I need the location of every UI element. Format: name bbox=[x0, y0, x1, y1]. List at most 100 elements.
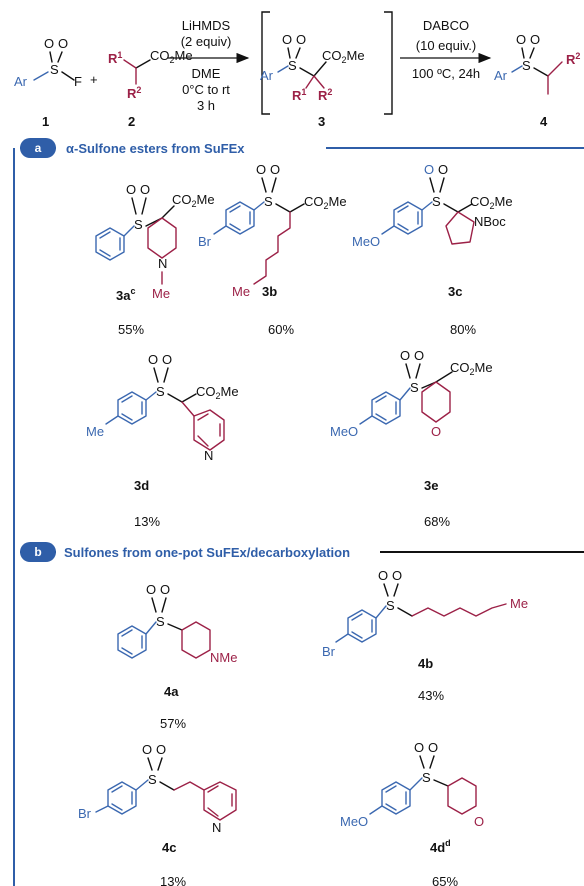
svg-text:CO2Me: CO2Me bbox=[304, 194, 347, 211]
svg-text:S: S bbox=[410, 380, 419, 395]
svg-text:N: N bbox=[158, 256, 167, 271]
svg-text:Me: Me bbox=[510, 596, 528, 611]
svg-text:4c: 4c bbox=[162, 840, 176, 855]
svg-text:O: O bbox=[126, 182, 136, 197]
atom-o: O bbox=[58, 36, 68, 51]
svg-text:O: O bbox=[414, 740, 424, 755]
svg-text:Br: Br bbox=[198, 234, 212, 249]
svg-text:N: N bbox=[212, 820, 221, 835]
svg-text:O: O bbox=[156, 742, 166, 757]
svg-text:Ar: Ar bbox=[494, 68, 508, 83]
svg-text:NMe: NMe bbox=[210, 650, 237, 665]
svg-text:3 h: 3 h bbox=[197, 98, 215, 113]
atom-f: F bbox=[74, 74, 82, 89]
svg-text:4dd: 4dd bbox=[430, 838, 451, 855]
atom-ar: Ar bbox=[14, 74, 28, 89]
svg-text:O: O bbox=[424, 162, 434, 177]
svg-text:DME: DME bbox=[192, 66, 221, 81]
svg-text:O: O bbox=[256, 162, 266, 177]
svg-text:3d: 3d bbox=[134, 478, 149, 493]
svg-text:R1: R1 bbox=[108, 50, 122, 66]
svg-text:R2: R2 bbox=[318, 87, 332, 103]
svg-text:R2: R2 bbox=[127, 85, 141, 101]
svg-text:3e: 3e bbox=[424, 478, 438, 493]
svg-text:O: O bbox=[474, 814, 484, 829]
badge-b bbox=[20, 542, 56, 562]
svg-text:Me: Me bbox=[232, 284, 250, 299]
svg-text:Ar: Ar bbox=[260, 68, 274, 83]
svg-text:65%: 65% bbox=[432, 874, 458, 886]
reagent-1: O O S Ar F + 1 bbox=[14, 36, 98, 129]
svg-text:55%: 55% bbox=[118, 322, 144, 337]
svg-text:O: O bbox=[428, 740, 438, 755]
svg-text:O: O bbox=[142, 742, 152, 757]
svg-text:0°C to rt: 0°C to rt bbox=[182, 82, 230, 97]
svg-text:LiHMDS: LiHMDS bbox=[182, 18, 231, 33]
svg-text:Br: Br bbox=[322, 644, 336, 659]
svg-text:60%: 60% bbox=[268, 322, 294, 337]
svg-text:CO2Me: CO2Me bbox=[150, 48, 193, 65]
svg-text:13%: 13% bbox=[160, 874, 186, 886]
svg-text:100 ºC, 24h: 100 ºC, 24h bbox=[412, 66, 480, 81]
svg-text:O: O bbox=[414, 348, 424, 363]
compound-number-2: 2 bbox=[128, 114, 135, 129]
svg-text:S: S bbox=[422, 770, 431, 785]
svg-text:O: O bbox=[140, 182, 150, 197]
svg-text:O: O bbox=[392, 568, 402, 583]
svg-text:O: O bbox=[148, 352, 158, 367]
compound-3a: S O O CO2Me N Me 3ac 55% bbox=[95, 182, 215, 337]
intermediate-3: O O S Ar CO2Me R1 R2 3 bbox=[260, 11, 393, 129]
svg-text:MeO: MeO bbox=[330, 424, 358, 439]
svg-text:O: O bbox=[516, 32, 526, 47]
svg-text:DABCO: DABCO bbox=[423, 18, 469, 33]
compound-number-1: 1 bbox=[42, 114, 49, 129]
svg-text:CO2Me: CO2Me bbox=[470, 194, 513, 211]
svg-text:(2 equiv): (2 equiv) bbox=[181, 34, 232, 49]
svg-text:CO2Me: CO2Me bbox=[322, 48, 365, 65]
section-b-title: Sulfones from one-pot SuFEx/decarboxylat… bbox=[64, 545, 350, 560]
svg-text:3ac: 3ac bbox=[116, 286, 135, 303]
svg-text:S: S bbox=[432, 194, 441, 209]
svg-text:13%: 13% bbox=[134, 514, 160, 529]
svg-text:S: S bbox=[134, 217, 143, 232]
svg-text:CO2Me: CO2Me bbox=[172, 192, 215, 209]
compound-3e: MeO S O O CO2Me O 3e 68% bbox=[330, 348, 493, 529]
atom-s: S bbox=[50, 62, 59, 77]
svg-text:(10 equiv.): (10 equiv.) bbox=[416, 38, 476, 53]
compound-4a: S O O NMe 4a 57% bbox=[117, 582, 237, 731]
svg-text:O: O bbox=[431, 424, 441, 439]
svg-text:O: O bbox=[438, 162, 448, 177]
svg-text:O: O bbox=[160, 582, 170, 597]
svg-text:Br: Br bbox=[78, 806, 92, 821]
svg-text:Me: Me bbox=[152, 286, 170, 301]
svg-text:O: O bbox=[270, 162, 280, 177]
compound-number-3: 3 bbox=[318, 114, 325, 129]
badge-a bbox=[20, 138, 56, 158]
svg-text:S: S bbox=[156, 384, 165, 399]
compound-4b: Br S O O Me 4b 43% bbox=[322, 568, 528, 703]
svg-text:68%: 68% bbox=[424, 514, 450, 529]
svg-text:O: O bbox=[146, 582, 156, 597]
svg-text:b: b bbox=[34, 545, 41, 559]
svg-text:S: S bbox=[264, 194, 273, 209]
compound-3c: MeO S O O CO2Me NBoc 3c 80% bbox=[352, 162, 513, 337]
section-a-frame: a α-Sulfone esters from SuFEx bbox=[13, 138, 584, 510]
svg-text:CO2Me: CO2Me bbox=[450, 360, 493, 377]
svg-text:O: O bbox=[378, 568, 388, 583]
plus-sign: + bbox=[90, 72, 98, 87]
svg-text:MeO: MeO bbox=[352, 234, 380, 249]
svg-text:N: N bbox=[204, 448, 213, 463]
svg-text:O: O bbox=[530, 32, 540, 47]
compound-3b: Br S O O CO2Me Me 3b 60% bbox=[198, 162, 347, 337]
compound-3d: Me S O O CO2Me N 3d 13% bbox=[86, 352, 239, 529]
product-4: O O S Ar R2 4 bbox=[494, 32, 580, 129]
svg-text:3b: 3b bbox=[262, 284, 277, 299]
compound-number-4: 4 bbox=[540, 114, 548, 129]
reaction-arrow-1: LiHMDS (2 equiv) DME 0°C to rt 3 h bbox=[168, 18, 250, 113]
svg-text:S: S bbox=[288, 58, 297, 73]
svg-text:O: O bbox=[162, 352, 172, 367]
reagent-2: R1 R2 CO2Me 2 bbox=[108, 48, 193, 129]
section-b-frame: b Sulfones from one-pot SuFEx/decarboxyl… bbox=[13, 510, 584, 886]
reaction-arrow-2: DABCO (10 equiv.) 100 ºC, 24h bbox=[400, 18, 492, 81]
